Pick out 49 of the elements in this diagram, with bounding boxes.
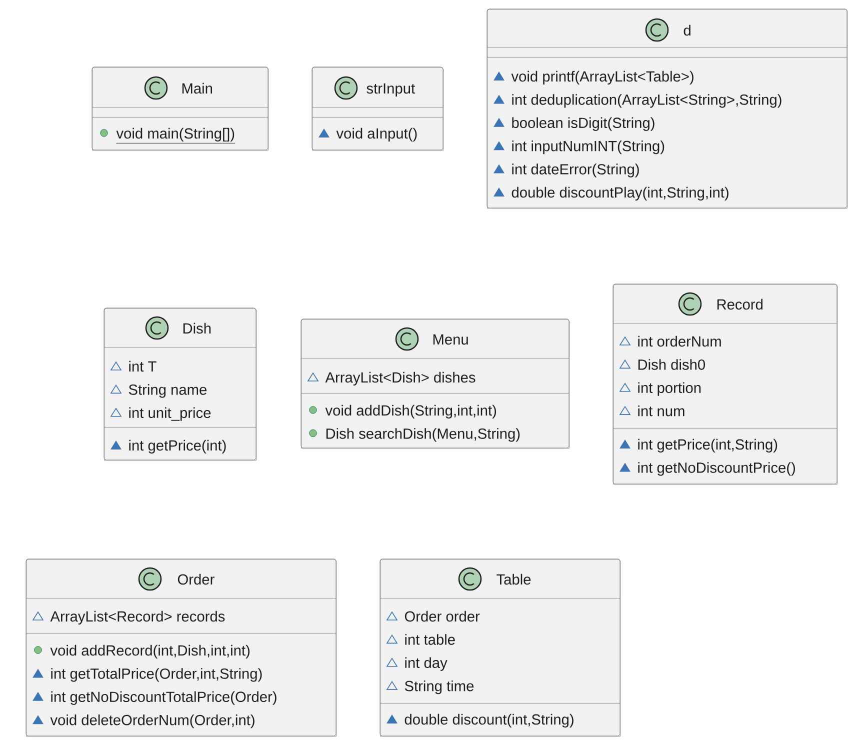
member-text: String time — [404, 680, 474, 694]
class-name: d — [684, 24, 690, 36]
method-compartment — [104, 427, 256, 460]
member-text: int T — [129, 360, 156, 372]
member-text: int getPrice(int,String) — [638, 438, 778, 453]
member-text: int getNoDiscountPrice() — [638, 462, 795, 476]
member-text: int portion — [638, 382, 701, 396]
empty-compartment — [92, 107, 268, 118]
member-text: int getPrice(int) — [129, 440, 226, 454]
member-text: int table — [405, 634, 455, 645]
method-compartment — [301, 393, 570, 448]
field-compartment — [613, 323, 838, 428]
member-text: ArrayList<Dish> dishes — [325, 372, 476, 386]
field-compartment — [301, 358, 570, 394]
member-text: int orderNum — [638, 336, 721, 347]
member-text: void deleteOrderNum(Order,int) — [50, 714, 254, 728]
member-text: double discount(int,String) — [404, 714, 574, 728]
class-name: Menu — [433, 334, 468, 345]
class-name: Order — [178, 574, 214, 585]
member-text: void main(String[]) — [116, 128, 236, 144]
class-name: Dish — [183, 322, 211, 334]
member-text: Dish searchDish(Menu,String) — [326, 428, 520, 442]
member-text: int deduplication(ArrayList<String>,String) — [512, 94, 782, 108]
member-text: int num — [638, 405, 684, 416]
member-text: int day — [405, 657, 448, 671]
member-text: boolean isDigit(String) — [512, 117, 654, 131]
member-text: void aInput() — [336, 128, 417, 142]
member-text: String name — [128, 384, 207, 398]
method-compartment — [380, 703, 620, 736]
member-text: void addRecord(int,Dish,int,int) — [50, 644, 250, 659]
class-name: strInput — [366, 83, 415, 97]
member-text: Dish dish0 — [638, 359, 705, 370]
member-text: int getTotalPrice(Order,int,String) — [51, 668, 262, 682]
empty-compartment — [312, 107, 444, 118]
member-text: int inputNumINT(String) — [512, 140, 664, 154]
member-text: int unit_price — [129, 407, 211, 421]
member-text: double discountPlay(int,String,int) — [512, 186, 728, 201]
empty-compartment — [487, 47, 848, 58]
class-name: Main — [182, 82, 212, 94]
class-name: Table — [496, 574, 531, 585]
member-text: int getNoDiscountTotalPrice(Order) — [51, 691, 276, 705]
member-text: void printf(ArrayList<Table>) — [511, 70, 694, 85]
member-text: ArrayList<Record> records — [50, 610, 225, 625]
member-text: void addDish(String,int,int) — [325, 404, 496, 419]
member-text: Order order — [404, 610, 480, 622]
member-text: int dateError(String) — [512, 164, 639, 178]
field-compartment — [26, 598, 336, 634]
class-name: Record — [717, 298, 762, 310]
method-compartment — [613, 428, 838, 484]
